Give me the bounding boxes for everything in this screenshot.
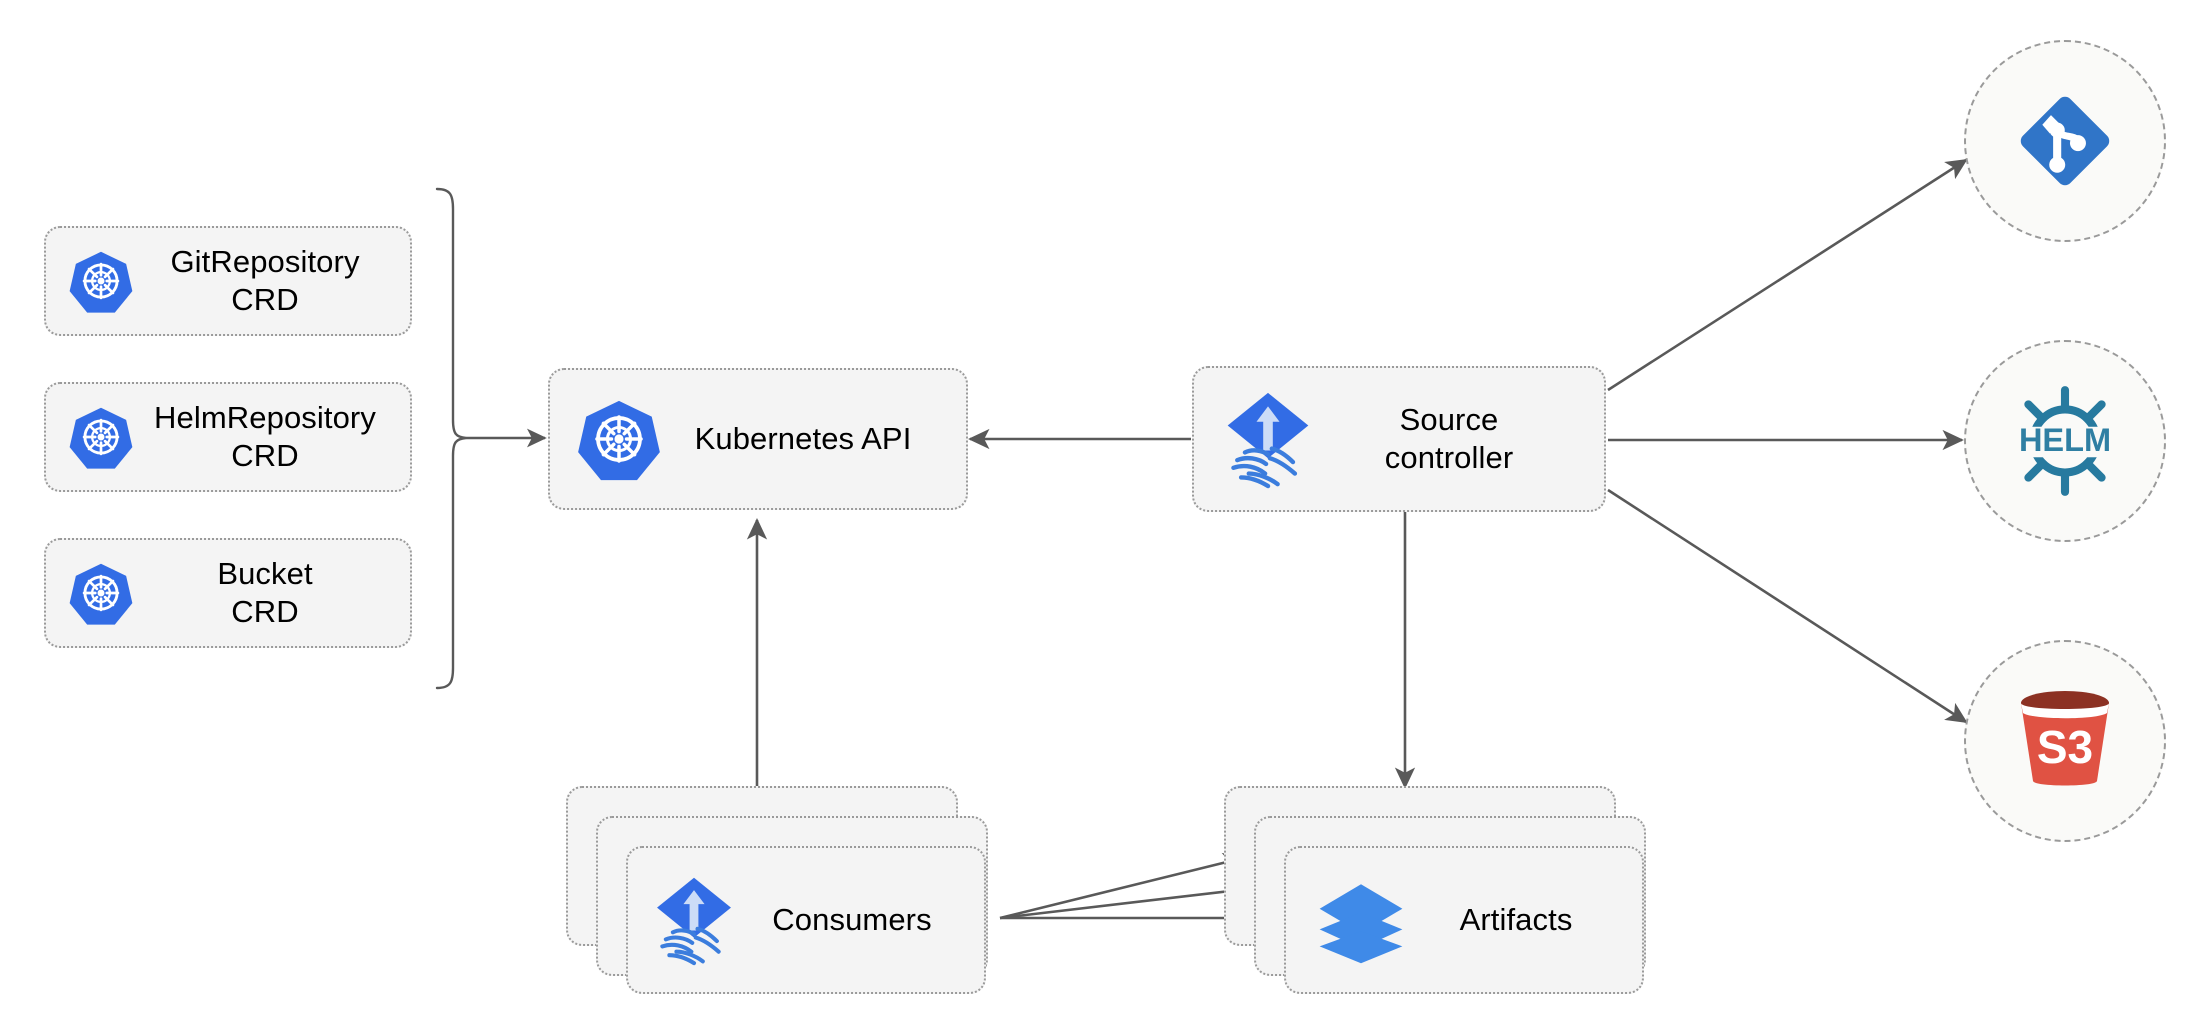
node-git-source[interactable]: [1964, 40, 2166, 242]
kubernetes-icon: [68, 560, 134, 626]
node-label: GitRepository CRD: [170, 244, 360, 317]
node-artifacts[interactable]: Artifacts: [1284, 846, 1644, 994]
helm-icon: HELM: [2004, 380, 2126, 502]
node-label: Artifacts: [1459, 902, 1573, 938]
node-label: HelmRepository CRD: [154, 400, 376, 473]
kubernetes-icon: [68, 248, 134, 314]
node-helmrepository-crd[interactable]: HelmRepository CRD: [44, 382, 412, 492]
node-label: Kubernetes API: [694, 421, 912, 457]
helm-wordmark: HELM: [2019, 422, 2111, 458]
crd-group-brace: [435, 187, 547, 690]
edge-source-controller-to-s3: [1607, 488, 1968, 724]
node-gitrepository-crd[interactable]: GitRepository CRD: [44, 226, 412, 336]
node-bucket-crd[interactable]: Bucket CRD: [44, 538, 412, 648]
flux-icon: [1220, 389, 1316, 489]
flux-icon: [650, 873, 738, 967]
node-label: Source controller: [1384, 402, 1514, 475]
edge-source-controller-to-git: [1607, 158, 1968, 392]
kubernetes-icon: [576, 396, 662, 482]
edge-consumers-to-artifacts-1: [999, 852, 1245, 920]
layers-icon: [1314, 873, 1408, 967]
s3-icon: S3: [2007, 685, 2123, 797]
node-helm-source[interactable]: HELM: [1964, 340, 2166, 542]
s3-wordmark: S3: [2037, 721, 2093, 773]
kubernetes-icon: [68, 404, 134, 470]
node-label: Bucket CRD: [217, 556, 313, 629]
node-consumers[interactable]: Consumers: [626, 846, 986, 994]
node-kubernetes-api[interactable]: Kubernetes API: [548, 368, 968, 510]
git-icon: [2011, 87, 2119, 195]
node-s3-source[interactable]: S3: [1964, 640, 2166, 842]
node-label: Consumers: [772, 902, 932, 938]
node-source-controller[interactable]: Source controller: [1192, 366, 1606, 512]
